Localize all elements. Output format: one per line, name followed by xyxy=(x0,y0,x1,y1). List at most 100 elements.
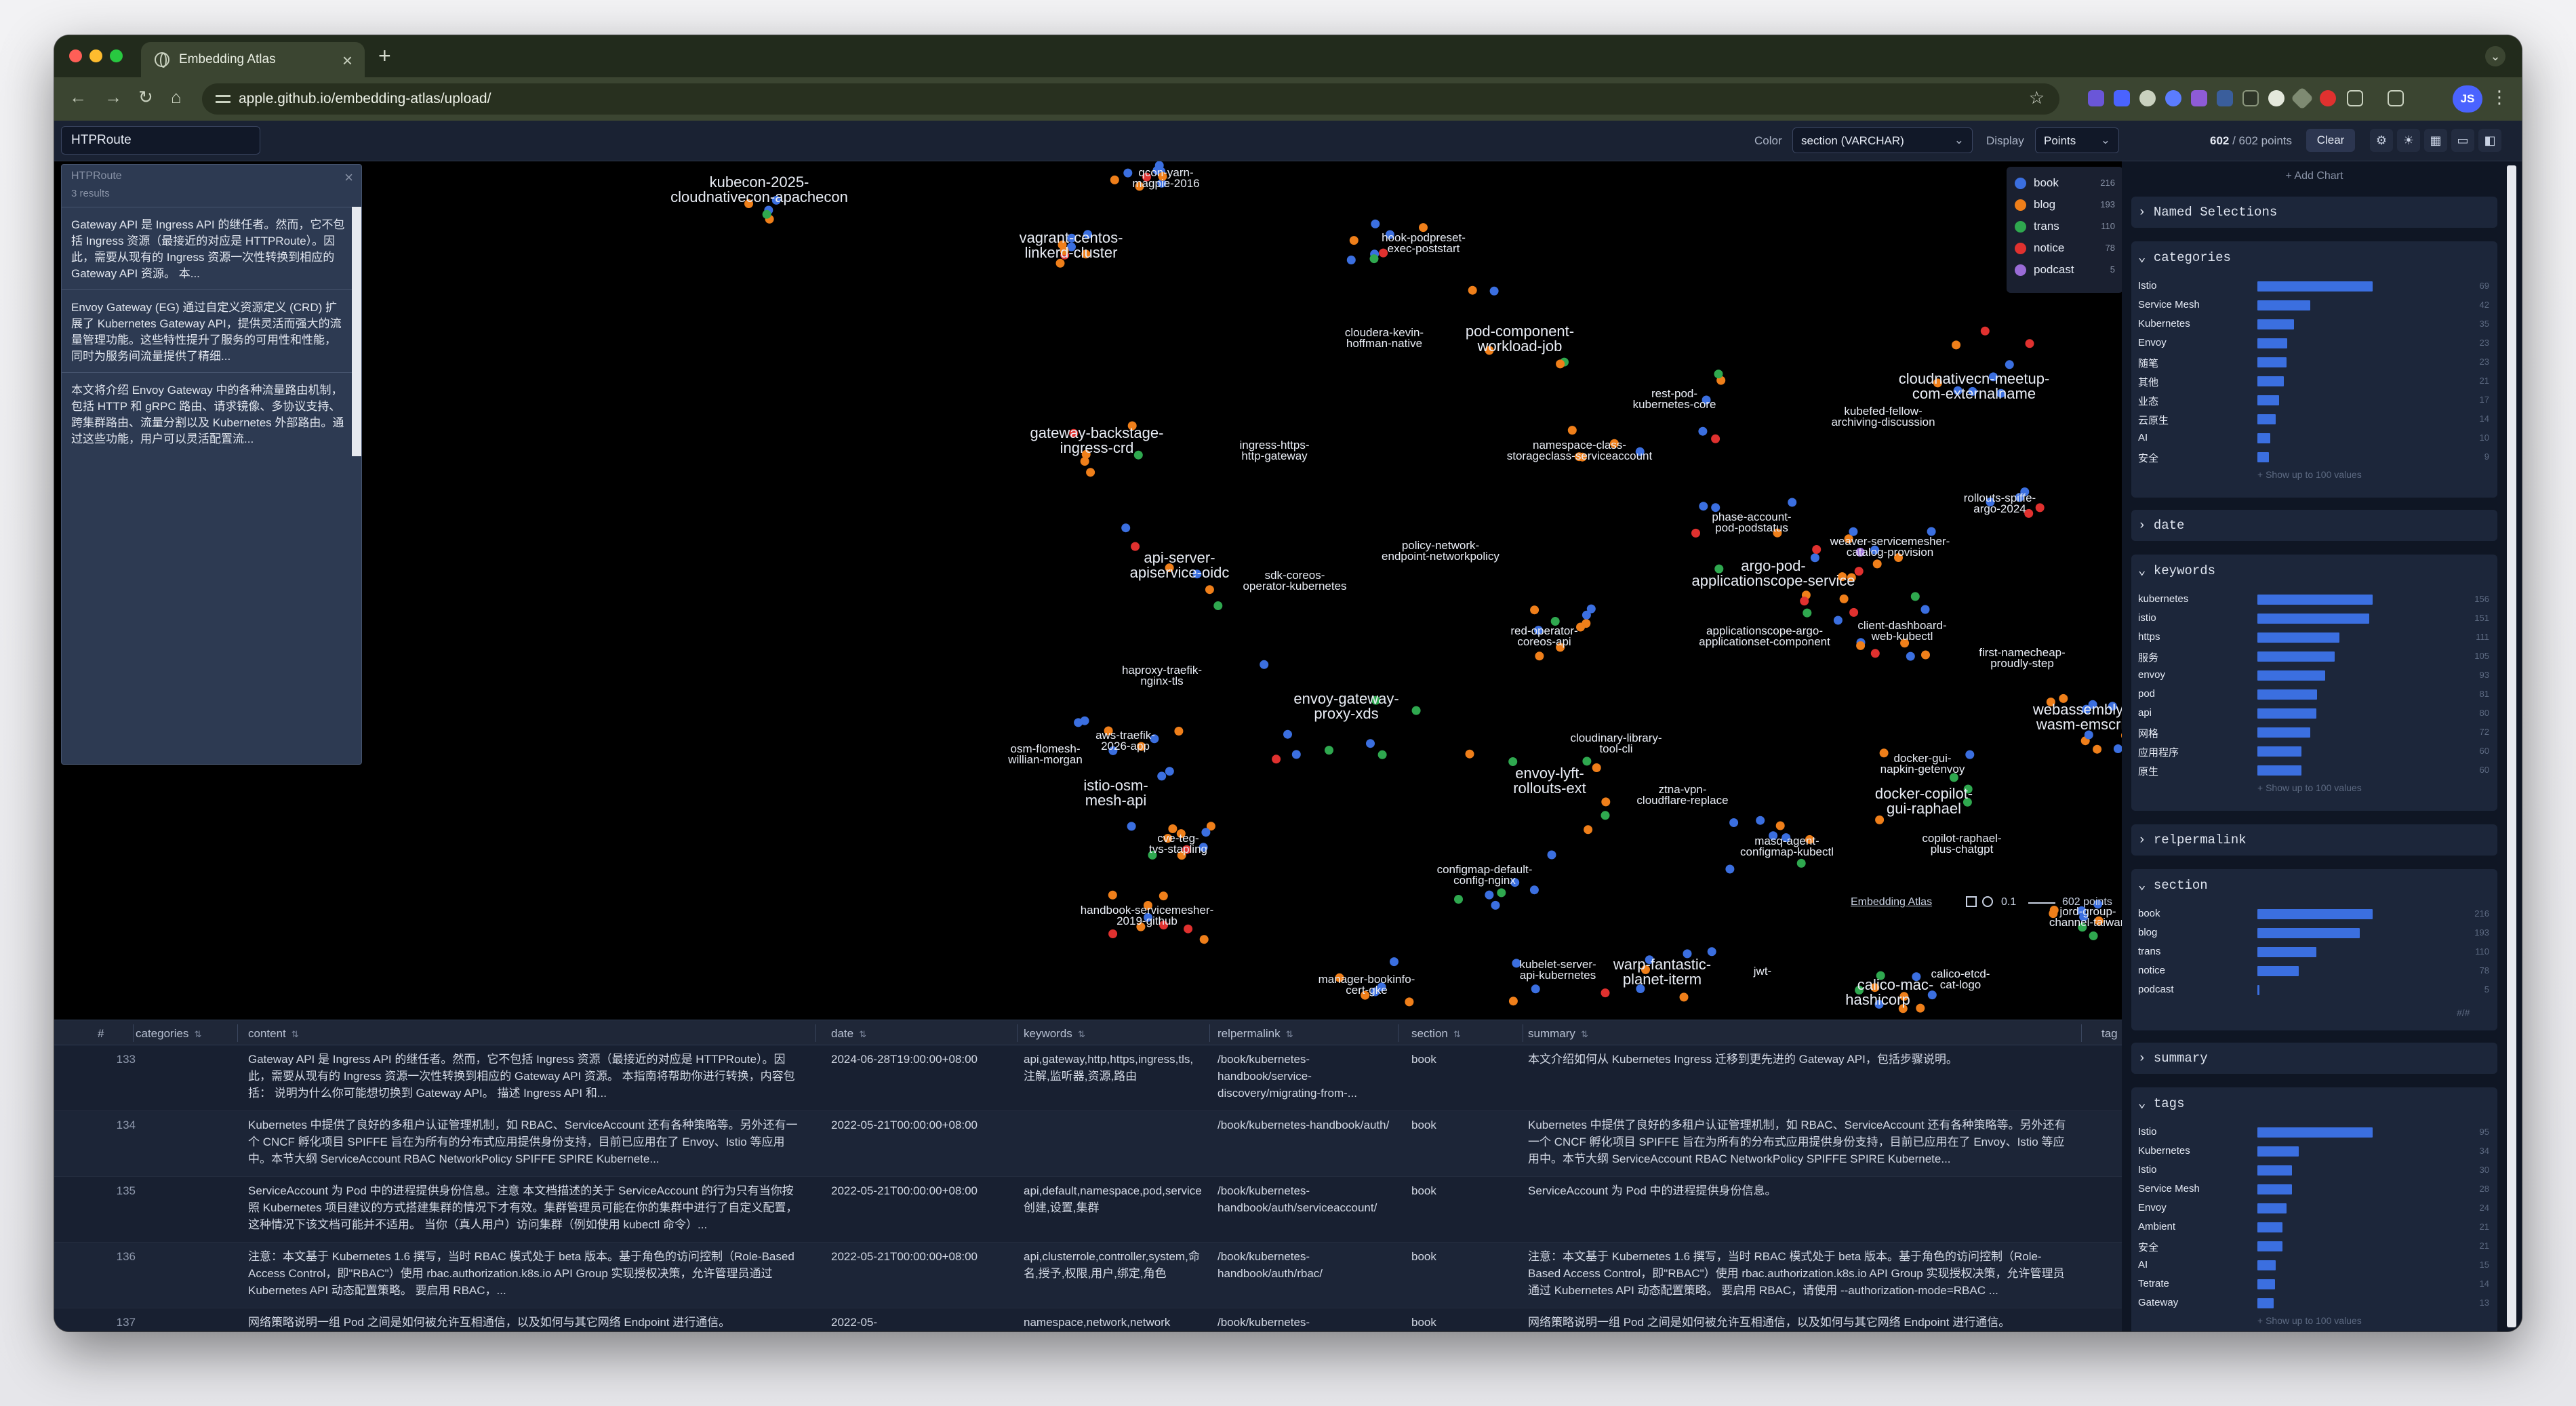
extension-icon[interactable] xyxy=(2320,90,2336,106)
map-point[interactable] xyxy=(1143,901,1152,910)
reload-icon[interactable]: ↻ xyxy=(138,87,153,107)
map-point[interactable] xyxy=(1854,567,1864,576)
map-point[interactable] xyxy=(1123,168,1133,178)
map-point[interactable] xyxy=(1714,564,1724,574)
map-point[interactable] xyxy=(1060,246,1069,256)
extension-icon[interactable] xyxy=(2291,87,2314,110)
map-point[interactable] xyxy=(1679,992,1689,1002)
map-point[interactable] xyxy=(1454,895,1463,904)
map-point[interactable] xyxy=(1933,378,1942,388)
more-menu-icon[interactable]: ⋮ xyxy=(2491,87,2508,107)
map-point[interactable] xyxy=(2078,923,2087,932)
map-point[interactable] xyxy=(1176,829,1186,839)
map-point[interactable] xyxy=(1168,824,1178,833)
extension-icon[interactable] xyxy=(2191,90,2207,106)
map-point[interactable] xyxy=(1201,828,1211,837)
map-point[interactable] xyxy=(1150,734,1159,744)
map-point[interactable] xyxy=(1083,230,1092,239)
site-settings-icon[interactable] xyxy=(216,92,230,106)
panel-toggle-icon[interactable]: ◧ xyxy=(2478,129,2501,152)
map-point[interactable] xyxy=(2113,744,2122,753)
map-point[interactable] xyxy=(1163,834,1173,843)
map-point[interactable] xyxy=(1110,175,1119,184)
extension-icon[interactable] xyxy=(2139,90,2156,106)
result-item[interactable]: Envoy Gateway (EG) 通过自定义资源定义 (CRD) 扩展了 K… xyxy=(62,289,355,372)
map-point[interactable] xyxy=(1081,449,1091,459)
map-point[interactable] xyxy=(1174,727,1184,736)
settings-gear-icon[interactable]: ⚙ xyxy=(2370,129,2393,152)
search-input[interactable] xyxy=(61,126,260,155)
scrollbar[interactable] xyxy=(2507,165,2516,1327)
select-rect-icon[interactable] xyxy=(1966,896,1977,907)
map-point[interactable] xyxy=(2020,487,2030,496)
map-point[interactable] xyxy=(1965,750,1975,759)
map-point[interactable] xyxy=(1531,984,1540,994)
map-point[interactable] xyxy=(2082,704,2091,714)
map-point[interactable] xyxy=(1641,965,1650,974)
map-point[interactable] xyxy=(1165,767,1174,776)
map-point[interactable] xyxy=(1988,372,1998,382)
map-point[interactable] xyxy=(1335,973,1344,982)
map-point[interactable] xyxy=(1601,988,1610,998)
map-point[interactable] xyxy=(1601,811,1610,820)
map-point[interactable] xyxy=(1157,178,1167,188)
map-point[interactable] xyxy=(1055,258,1065,268)
column-header[interactable]: section⇅ xyxy=(1411,1027,1461,1040)
map-point[interactable] xyxy=(1067,242,1076,252)
map-point[interactable] xyxy=(1136,922,1146,931)
map-point[interactable] xyxy=(1199,843,1208,852)
map-point[interactable] xyxy=(1081,249,1091,259)
map-point[interactable] xyxy=(1949,773,1958,782)
display-select[interactable]: Points ⌄ xyxy=(2035,127,2119,153)
map-point[interactable] xyxy=(1283,729,1292,739)
map-point[interactable] xyxy=(2093,900,2103,909)
map-point[interactable] xyxy=(1844,534,1853,544)
column-header[interactable]: relpermalink⇅ xyxy=(1217,1027,1293,1040)
map-point[interactable] xyxy=(1272,755,1281,764)
map-point[interactable] xyxy=(1921,650,1930,660)
map-point[interactable] xyxy=(1699,502,1708,511)
map-point[interactable] xyxy=(1325,746,1333,755)
map-point[interactable] xyxy=(1898,1004,1908,1013)
column-header[interactable]: keywords⇅ xyxy=(1024,1027,1085,1040)
sidebar-icon[interactable] xyxy=(2388,90,2404,106)
map-point[interactable] xyxy=(1567,426,1577,435)
table-toggle-icon[interactable]: ▭ xyxy=(2451,129,2474,152)
map-point[interactable] xyxy=(1510,878,1520,887)
map-point[interactable] xyxy=(1158,172,1167,181)
map-point[interactable] xyxy=(1796,858,1806,868)
map-point[interactable] xyxy=(1529,885,1539,895)
extension-icon[interactable] xyxy=(2268,90,2285,106)
map-point[interactable] xyxy=(1963,797,1972,807)
map-point[interactable] xyxy=(1361,990,1370,1000)
map-point[interactable] xyxy=(1512,959,1521,968)
map-point[interactable] xyxy=(1067,233,1076,243)
map-point[interactable] xyxy=(1996,388,2006,398)
lasso-icon[interactable] xyxy=(1982,896,1993,907)
map-point[interactable] xyxy=(1260,660,1269,669)
new-tab-button[interactable]: + xyxy=(378,43,391,68)
extension-icon[interactable] xyxy=(2114,90,2130,106)
bookmark-star-icon[interactable]: ☆ xyxy=(2028,87,2045,108)
map-point[interactable] xyxy=(1812,545,1822,554)
map-point[interactable] xyxy=(1154,161,1164,170)
home-icon[interactable]: ⌂ xyxy=(171,87,182,107)
embedding-scatter[interactable]: kubecon-2025-cloudnativecon-apacheconqco… xyxy=(54,161,2122,1020)
zoom-window-button[interactable] xyxy=(110,49,123,62)
